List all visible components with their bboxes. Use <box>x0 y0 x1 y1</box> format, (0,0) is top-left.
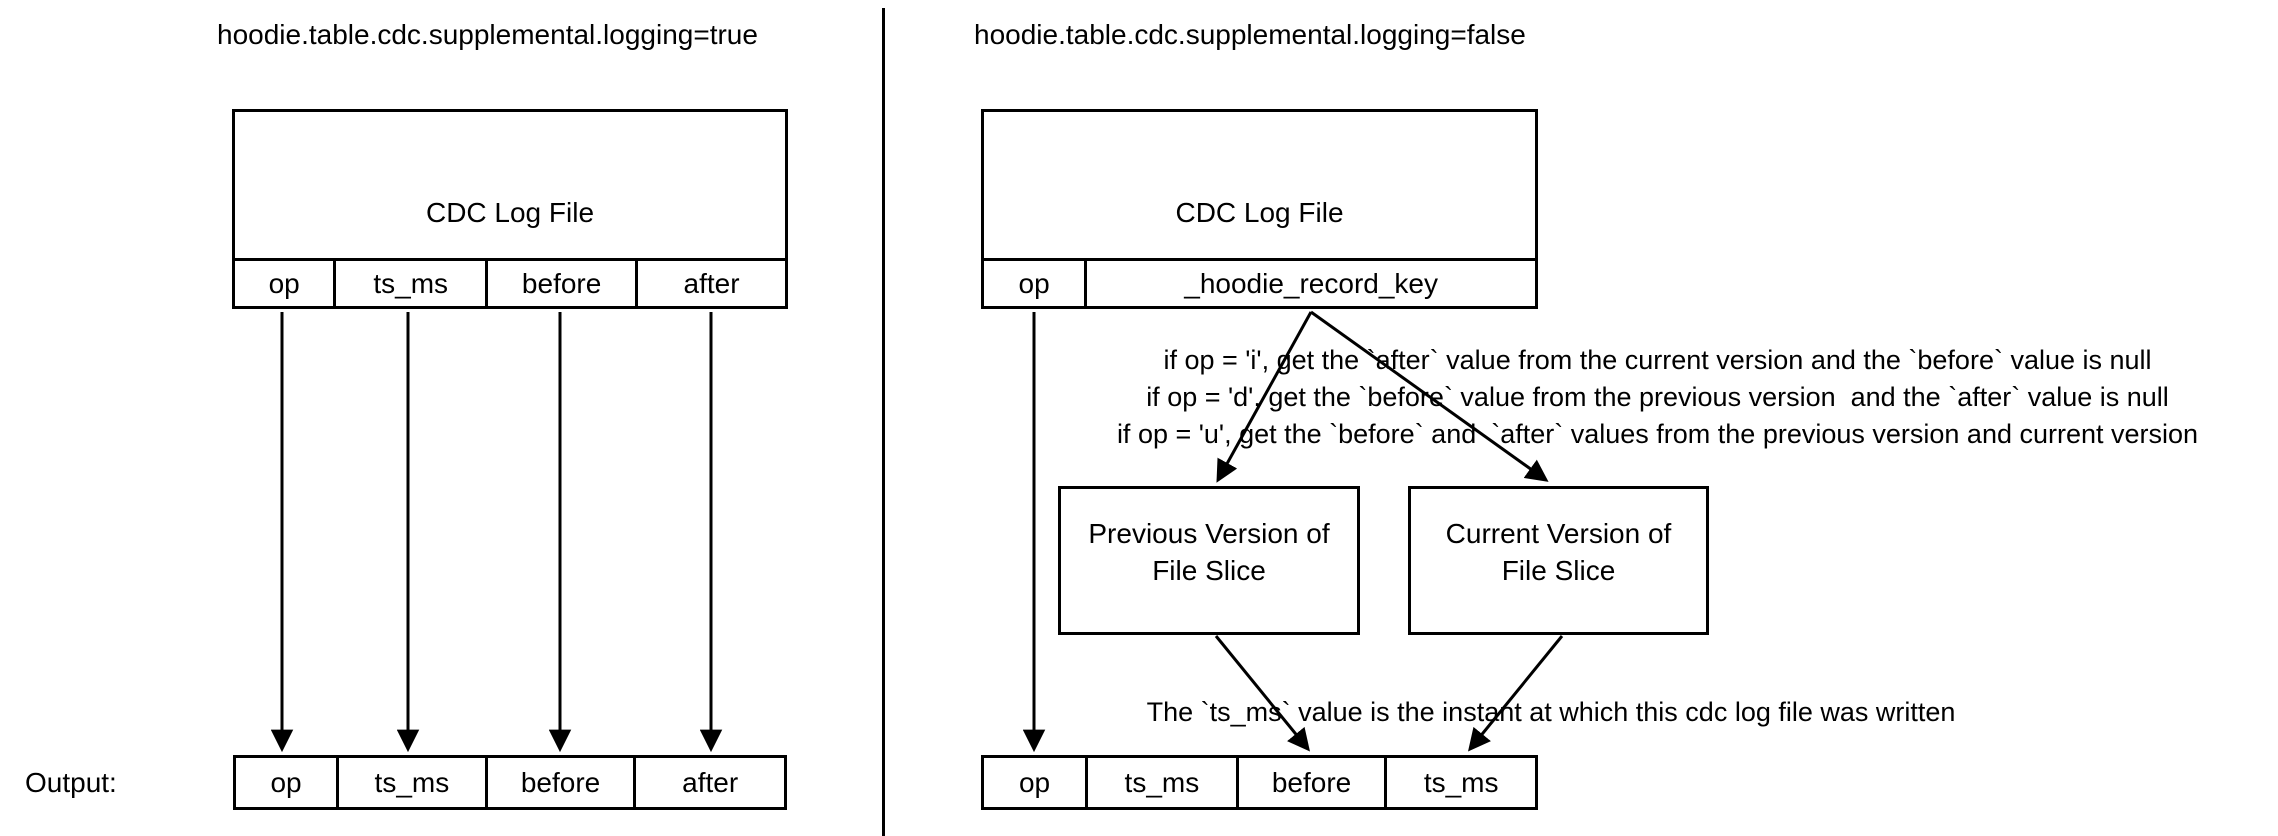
left-output-row: op ts_ms before after <box>233 755 787 810</box>
op-conditions-text: if op = 'i', get the `after` value from … <box>1040 342 2275 453</box>
arrow-current-version-to-output <box>1468 635 1564 752</box>
right-output-before: before <box>1235 758 1385 807</box>
left-cdc-log-file-table: CDC Log File op ts_ms before after <box>232 109 788 309</box>
right-panel-title: hoodie.table.cdc.supplemental.logging=fa… <box>974 19 1526 50</box>
right-col-op: op <box>1018 267 1050 299</box>
left-output-after: after <box>633 758 784 807</box>
ts-ms-note: The `ts_ms` value is the instant at whic… <box>1146 697 1956 727</box>
left-output-op: op <box>270 766 302 798</box>
right-output-row: op ts_ms before ts_ms <box>981 755 1538 810</box>
right-cdc-columns-row: op _hoodie_record_key <box>984 258 1535 306</box>
right-cdc-log-file-table: CDC Log File op _hoodie_record_key <box>981 109 1538 309</box>
condition-delete: if op = 'd', get the `before` value from… <box>1146 382 2169 412</box>
current-version-file-slice-box: Current Version of File Slice <box>1408 486 1709 635</box>
arrow-previous-version-to-output <box>1214 635 1310 752</box>
panel-divider <box>882 8 885 836</box>
left-cdc-columns-row: op ts_ms before after <box>235 258 785 306</box>
left-col-ts_ms: ts_ms <box>333 261 485 306</box>
output-label: Output: <box>25 767 117 798</box>
condition-insert: if op = 'i', get the `after` value from … <box>1163 345 2152 375</box>
right-cdc-log-file-label: CDC Log File <box>1175 197 1344 228</box>
left-col-after: after <box>635 261 785 306</box>
left-cdc-log-file-label: CDC Log File <box>425 197 595 228</box>
right-output-ts_ms-2: ts_ms <box>1384 758 1535 807</box>
right-output-ts_ms: ts_ms <box>1085 758 1236 807</box>
right-col-hoodie-record-key: _hoodie_record_key <box>1084 261 1535 306</box>
left-panel-title: hoodie.table.cdc.supplemental.logging=tr… <box>217 19 758 50</box>
left-output-ts_ms: ts_ms <box>336 758 485 807</box>
condition-update: if op = 'u', get the `before` and `after… <box>1116 419 2199 449</box>
left-col-op: op <box>268 267 300 299</box>
previous-version-file-slice-box: Previous Version of File Slice <box>1058 486 1360 635</box>
left-output-before: before <box>484 758 634 807</box>
right-output-op: op <box>1018 766 1051 798</box>
left-col-before: before <box>485 261 635 306</box>
